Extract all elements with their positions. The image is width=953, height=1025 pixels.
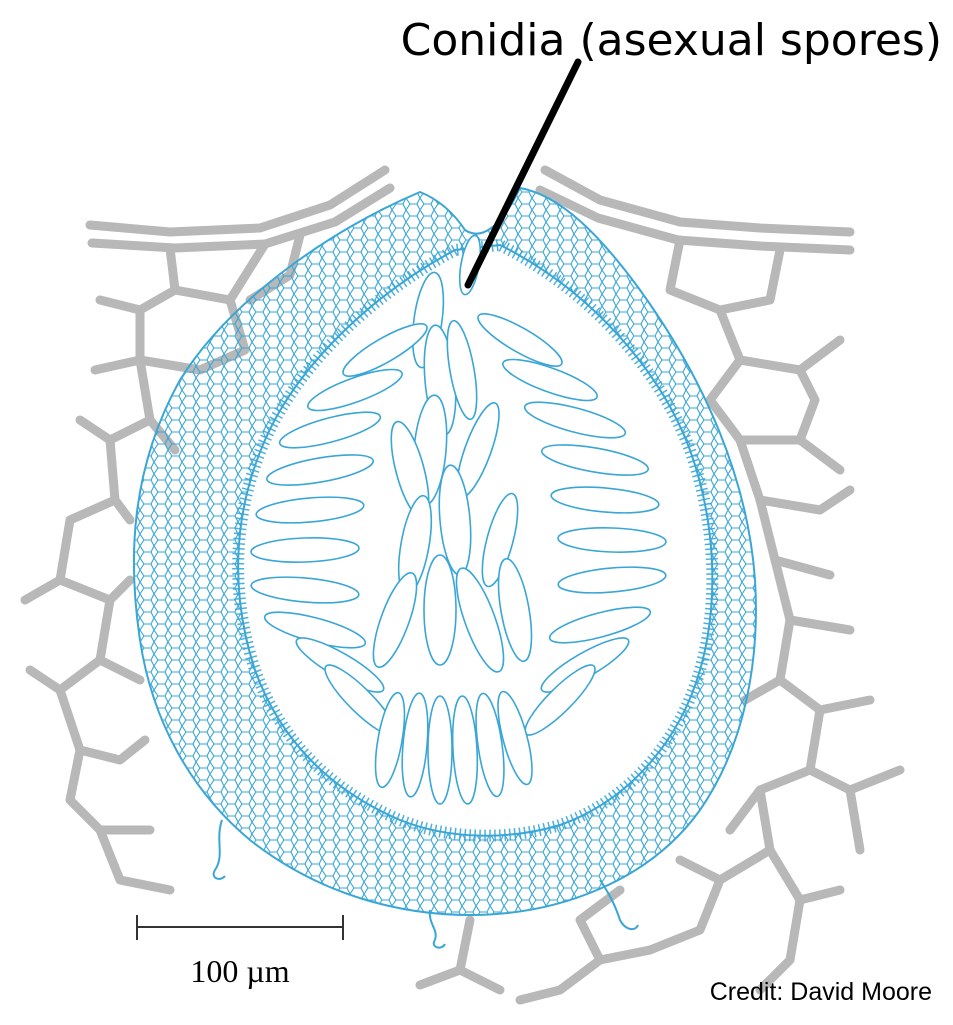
scale-bar bbox=[137, 915, 343, 940]
scale-bar-label: 100 µm bbox=[190, 953, 289, 989]
credit-text: Credit: David Moore bbox=[710, 978, 932, 1006]
conidia-label: Conidia (asexual spores) bbox=[401, 15, 942, 66]
